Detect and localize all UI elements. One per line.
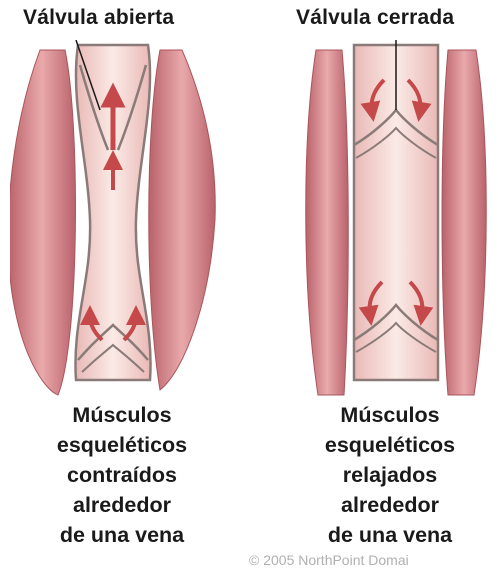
caption-line: esqueléticos	[22, 430, 222, 460]
copyright-notice: © 2005 NorthPoint Domai	[249, 552, 409, 568]
title-open-valve: Válvula abierta	[23, 6, 174, 30]
title-closed-valve: Válvula cerrada	[296, 6, 454, 30]
caption-contracted-muscles: Músculos esqueléticos contraídos alreded…	[22, 400, 222, 550]
caption-line: contraídos	[22, 460, 222, 490]
caption-line: relajados	[290, 460, 490, 490]
caption-line: de una vena	[22, 520, 222, 550]
caption-relaxed-muscles: Músculos esqueléticos relajados alrededo…	[290, 400, 490, 550]
right-muscle	[149, 50, 216, 390]
right-muscle	[442, 50, 486, 395]
left-muscle	[306, 50, 349, 395]
caption-line: Músculos	[22, 400, 222, 430]
caption-line: esqueléticos	[290, 430, 490, 460]
closed-valve-illustration	[296, 40, 496, 400]
caption-line: alrededor	[22, 490, 222, 520]
caption-line: de una vena	[290, 520, 490, 550]
left-muscle	[10, 50, 75, 395]
caption-line: Músculos	[290, 400, 490, 430]
caption-line: alrededor	[290, 490, 490, 520]
open-valve-illustration	[10, 40, 220, 400]
